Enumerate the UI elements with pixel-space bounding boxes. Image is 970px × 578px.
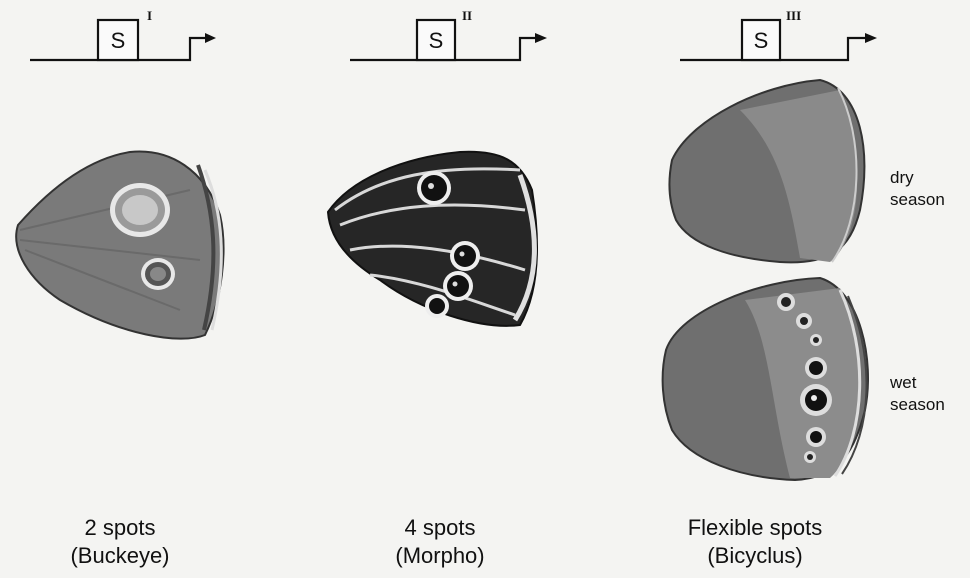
arrow-icon [865, 33, 877, 43]
s-superscript: III [786, 8, 801, 23]
caption-morpho: 4 spots (Morpho) [360, 514, 520, 570]
wet-label-line2: season [890, 394, 945, 416]
s-box-label: S [429, 28, 444, 53]
arrow-icon [205, 33, 216, 43]
bicyclus-dry-wing [669, 80, 864, 262]
caption-species: (Buckeye) [40, 542, 200, 570]
bicyclus-wet-wing [663, 278, 868, 480]
arrow-icon [535, 33, 547, 43]
wet-label-line1: wet [890, 372, 945, 394]
s-superscript: I [147, 8, 152, 23]
construct-diagram-2: S II [350, 8, 547, 60]
caption-count: Flexible spots [655, 514, 855, 542]
dry-label-line2: season [890, 189, 945, 211]
caption-count: 4 spots [360, 514, 520, 542]
caption-bicyclus: Flexible spots (Bicyclus) [655, 514, 855, 570]
morpho-wing [328, 152, 537, 326]
dry-label-line1: dry [890, 167, 945, 189]
construct-diagram-1: S I [30, 8, 216, 60]
s-box-label: S [111, 28, 126, 53]
s-box-label: S [754, 28, 769, 53]
dry-season-label: dry season [890, 167, 945, 211]
caption-species: (Morpho) [360, 542, 520, 570]
caption-species: (Bicyclus) [655, 542, 855, 570]
caption-buckeye: 2 spots (Buckeye) [40, 514, 200, 570]
s-superscript: II [462, 8, 472, 23]
construct-diagram-3: S III [680, 8, 877, 60]
caption-count: 2 spots [40, 514, 200, 542]
wet-season-label: wet season [890, 372, 945, 416]
buckeye-wing [16, 152, 223, 339]
